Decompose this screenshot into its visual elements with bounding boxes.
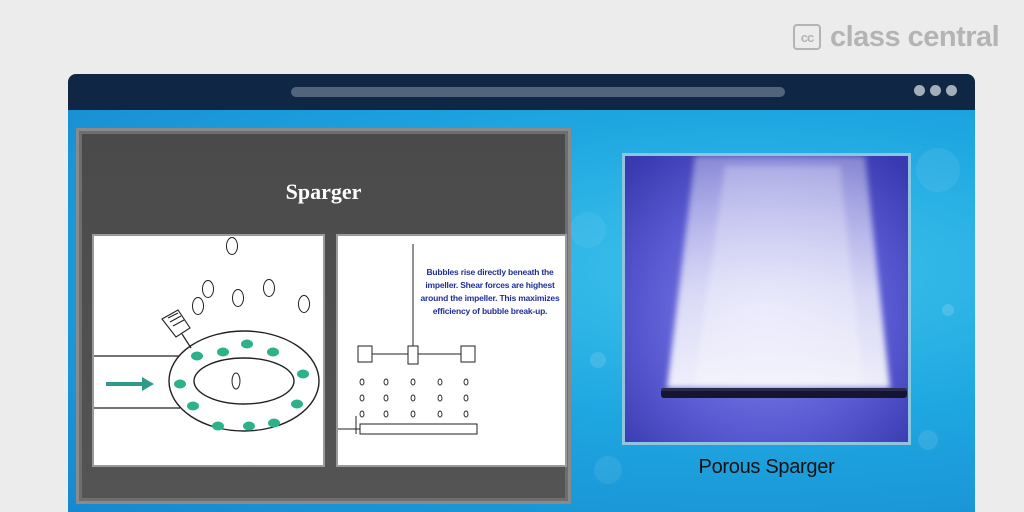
menu-dot <box>914 85 925 96</box>
slide-title: Sparger <box>285 179 362 204</box>
menu-dot <box>930 85 941 96</box>
impeller-sparger-diagram: Bubbles rise directly beneath the impell… <box>336 234 567 467</box>
pointing-hand-icon <box>161 309 192 349</box>
address-bar[interactable] <box>291 87 785 97</box>
window-titlebar <box>68 74 975 110</box>
flow-arrow-icon <box>106 377 154 391</box>
video-frame[interactable]: Sparger <box>68 110 975 512</box>
presentation-slide: Sparger <box>76 128 571 504</box>
impeller-description: Bubbles rise directly beneath the impell… <box>420 267 560 316</box>
browser-window: Sparger <box>68 74 975 512</box>
photo-caption: Porous Sparger <box>698 456 835 478</box>
background-bokeh <box>570 148 960 484</box>
cc-logo-icon: cc <box>793 24 821 50</box>
class-central-logo[interactable]: cc class central <box>793 21 1000 53</box>
window-menu-dots-icon[interactable] <box>914 85 957 96</box>
ring-sparger-diagram <box>92 234 325 467</box>
brand-name: class central <box>830 21 1000 53</box>
porous-sparger-photo <box>622 153 911 445</box>
menu-dot <box>946 85 957 96</box>
